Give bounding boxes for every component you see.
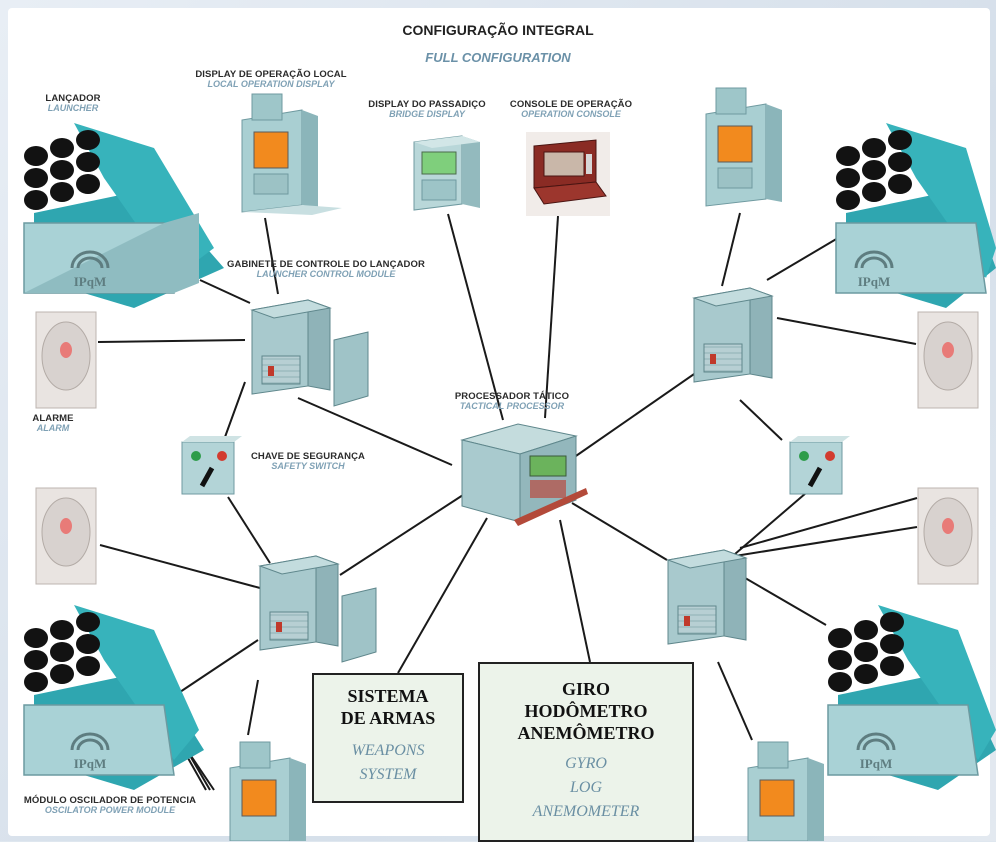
local-display-bottom-right <box>747 741 824 841</box>
label-control-module: GABINETE DE CONTROLE DO LANÇADOR LAUNCHE… <box>204 260 448 279</box>
line-trcm-launcher <box>766 237 839 281</box>
line-bridge-processor <box>447 213 504 421</box>
line-brcm-oscillator <box>717 661 753 741</box>
weapons-system-box: SISTEMA DE ARMAS WEAPONS SYSTEM <box>312 673 464 803</box>
label-local-display-en: LOCAL OPERATION DISPLAY <box>207 78 335 89</box>
line-blcm-oscillator <box>247 679 259 736</box>
safety-switch-right <box>789 436 850 495</box>
ipqm-logo: IPqM <box>858 274 891 289</box>
control-module-top-right <box>692 287 774 383</box>
line-brcm-alarm-b <box>739 497 918 549</box>
launcher-top-left: IPqM <box>23 123 224 308</box>
weapons-pt-line1: SISTEMA <box>347 686 429 706</box>
alarm-right-bottom <box>917 487 979 585</box>
label-alarm-en: ALARM <box>36 422 70 433</box>
local-display-bottom-left <box>229 741 306 841</box>
weapons-pt-line2: DE ARMAS <box>340 708 436 728</box>
line-switch-brcm <box>734 492 807 555</box>
label-bridge-display-pt: DISPLAY DO PASSADIÇO <box>368 99 486 110</box>
launcher-bottom-left: IPqM <box>23 605 204 790</box>
label-control-module-en: LAUNCHER CONTROL MODULE <box>256 268 396 279</box>
label-local-display: DISPLAY DE OPERAÇÃO LOCAL LOCAL OPERATIO… <box>176 70 366 89</box>
bridge-display <box>413 135 480 211</box>
sensors-en-line3: ANEMOMETER <box>532 803 640 820</box>
line-tlcm-local-display <box>264 217 279 295</box>
line-trcm-switch <box>739 399 783 441</box>
label-tactical-processor-en: TACTICAL PROCESSOR <box>459 400 565 411</box>
sensors-pt-line3: ANEMÔMETRO <box>517 723 655 743</box>
line-switch-blcm <box>227 496 271 564</box>
weapons-en-line2: SYSTEM <box>359 766 417 783</box>
launcher-top-right: IPqM <box>835 123 996 308</box>
alarm-right-top <box>917 311 979 409</box>
label-bridge-display-en: BRIDGE DISPLAY <box>389 108 465 119</box>
sensors-box: GIRO HODÔMETRO ANEMÔMETRO GYRO LOG ANEMO… <box>478 662 694 842</box>
ipqm-logo: IPqM <box>860 756 893 771</box>
tactical-processor <box>460 423 588 526</box>
label-oscillator: MÓDULO OSCILADOR DE POTENCIA OSCILATOR P… <box>12 796 208 815</box>
launcher-bottom-right: IPqM <box>827 605 996 790</box>
label-tactical-processor: PROCESSADOR TÁTICO TACTICAL PROCESSOR <box>438 392 586 411</box>
local-display-top-left <box>241 93 342 215</box>
label-control-module-pt: GABINETE DE CONTROLE DO LANÇADOR <box>227 259 425 270</box>
diagram-subtitle: FULL CONFIGURATION <box>425 50 571 65</box>
label-oscillator-en: OSCILATOR POWER MODULE <box>44 804 176 815</box>
ipqm-logo: IPqM <box>74 756 107 771</box>
diagram-title: CONFIGURAÇÃO INTEGRAL <box>402 22 594 38</box>
ipqm-logo: IPqM <box>74 274 107 289</box>
line-console-processor <box>544 215 559 419</box>
control-module-bottom-left <box>258 555 377 663</box>
line-brcm-alarm-a <box>734 526 918 557</box>
label-oscillator-pt: MÓDULO OSCILADOR DE POTENCIA <box>23 795 197 806</box>
label-launcher-pt: LANÇADOR <box>45 93 101 104</box>
sensors-en-line2: LOG <box>569 779 602 796</box>
line-tlcm-switch <box>224 381 246 438</box>
connection-lines <box>97 212 918 791</box>
label-console-pt: CONSOLE DE OPERAÇÃO <box>509 99 633 110</box>
sensors-pt-line2: HODÔMETRO <box>524 701 648 721</box>
line-processor-weapons <box>397 517 488 674</box>
alarm-left-bottom <box>35 487 97 585</box>
line-trcm-local-display <box>721 212 741 287</box>
label-launcher-en: LAUNCHER <box>47 102 99 113</box>
label-alarm: ALARME ALARM <box>30 414 76 433</box>
label-alarm-pt: ALARME <box>32 413 74 424</box>
line-blcm-processor <box>339 494 464 576</box>
line-processor-sensors <box>559 519 591 663</box>
line-blcm-alarm <box>99 544 261 589</box>
control-module-bottom-right <box>666 549 748 645</box>
label-console-en: OPERATION CONSOLE <box>521 108 621 119</box>
line-blcm-launcher <box>167 639 259 701</box>
alarm-left-top <box>35 311 97 409</box>
label-launcher: LANÇADOR LAUNCHER <box>30 94 116 113</box>
line-trcm-processor <box>572 371 698 459</box>
label-safety-switch-pt: CHAVE DE SEGURANÇA <box>250 451 366 462</box>
label-tactical-processor-pt: PROCESSADOR TÁTICO <box>454 391 570 402</box>
weapons-en-line1: WEAPONS <box>351 742 425 759</box>
safety-switch-left <box>181 436 242 495</box>
line-trcm-alarm <box>776 317 917 345</box>
label-safety-switch-en: SAFETY SWITCH <box>271 460 345 471</box>
sensors-pt-line1: GIRO <box>561 679 610 699</box>
label-safety-switch: CHAVE DE SEGURANÇA SAFETY SWITCH <box>240 452 376 471</box>
label-console: CONSOLE DE OPERAÇÃO OPERATION CONSOLE <box>508 100 634 119</box>
line-brcm-processor <box>571 502 668 561</box>
line-tlcm-alarm <box>97 339 246 343</box>
line-tlcm-launcher <box>199 279 251 304</box>
operation-console <box>526 132 610 216</box>
label-bridge-display: DISPLAY DO PASSADIÇO BRIDGE DISPLAY <box>368 100 486 119</box>
label-local-display-pt: DISPLAY DE OPERAÇÃO LOCAL <box>195 69 347 80</box>
line-tlcm-processor <box>297 397 453 466</box>
control-module-top-left <box>250 299 369 407</box>
local-display-top-right <box>705 87 782 207</box>
sensors-en-line1: GYRO <box>565 755 607 772</box>
line-brcm-launcher <box>739 574 827 626</box>
